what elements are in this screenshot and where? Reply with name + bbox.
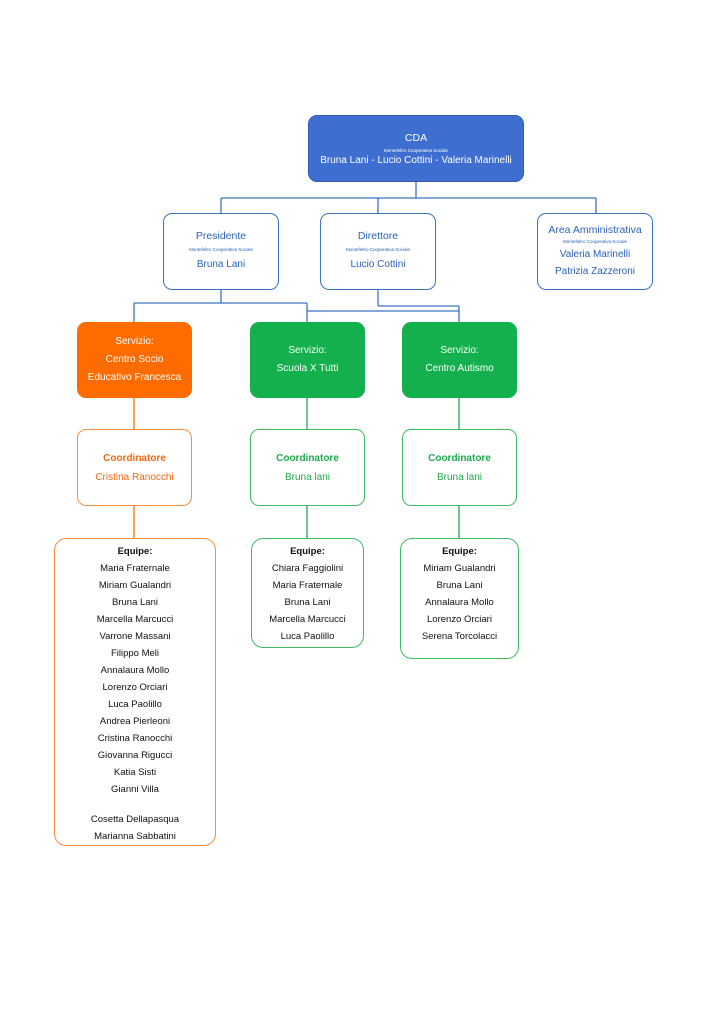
presidente-subtitle: Montefeltro Cooperativa Sociale bbox=[188, 247, 254, 252]
team-member: Lorenzo Orciari bbox=[102, 682, 168, 693]
coordinator-title: Coordinatore bbox=[276, 452, 339, 464]
team-member: Bruna Lani bbox=[112, 597, 158, 608]
team-member: Gianni Villa bbox=[111, 784, 159, 795]
service-box-scuola-x-tutti: Servizio: Scuola X Tutti bbox=[250, 322, 365, 398]
area-amministrativa-name: Patrizia Zazzeroni bbox=[554, 265, 636, 277]
team-member: Andrea Pierleoni bbox=[99, 716, 171, 727]
team-title: Equipe: bbox=[442, 546, 477, 557]
presidente-box: Presidente Montefeltro Cooperativa Socia… bbox=[163, 213, 279, 290]
team-member: Annalaura Mollo bbox=[425, 597, 494, 608]
direttore-name: Lucio Cottini bbox=[350, 259, 406, 270]
team-member: Varrone Massani bbox=[99, 631, 171, 642]
presidente-name: Bruna Lani bbox=[196, 259, 246, 270]
service-name-line: Scuola X Tutti bbox=[276, 363, 339, 374]
team-member: Serena Torcolacci bbox=[421, 631, 498, 642]
team-member: Cristina Ranocchi bbox=[97, 733, 173, 744]
team-title: Equipe: bbox=[290, 546, 325, 557]
area-amministrativa-title: Area Amministrativa bbox=[548, 223, 642, 236]
team-member: Miriam Gualandri bbox=[423, 563, 496, 574]
coordinator-title: Coordinatore bbox=[103, 452, 166, 464]
team-box-scuola-x-tutti: Equipe: Chiara Faggiolini Maria Fraterna… bbox=[251, 538, 364, 648]
coordinator-name: Bruna lani bbox=[284, 471, 331, 483]
service-box-centro-socio-educativo: Servizio: Centro Socio Educativo Frances… bbox=[77, 322, 192, 398]
coordinator-name: Cristina Ranocchi bbox=[95, 471, 174, 483]
coordinator-name: Bruna lani bbox=[436, 471, 483, 483]
cda-subtitle: Montefeltro Cooperativa Sociale bbox=[383, 147, 449, 153]
team-member: Filippo Meli bbox=[110, 648, 160, 659]
team-member: Luca Paolillo bbox=[108, 699, 162, 710]
cda-box: CDA Montefeltro Cooperativa Sociale Brun… bbox=[308, 115, 524, 182]
service-name-line: Centro Socio bbox=[105, 354, 164, 365]
coordinator-box-centro-autismo: Coordinatore Bruna lani bbox=[402, 429, 517, 506]
service-label: Servizio: bbox=[115, 336, 154, 347]
team-member-extra: Cosetta Dellapasqua bbox=[90, 814, 180, 825]
team-member: Katia Sisti bbox=[113, 767, 157, 778]
team-title: Equipe: bbox=[117, 546, 153, 557]
cda-names: Bruna Lani - Lucio Cottini - Valeria Mar… bbox=[320, 154, 512, 166]
service-name-line: Centro Autismo bbox=[425, 363, 494, 374]
presidente-title: Presidente bbox=[195, 230, 247, 242]
team-member: Giovanna Rigucci bbox=[97, 750, 173, 761]
team-member: Chiara Faggiolini bbox=[271, 563, 344, 574]
direttore-box: Direttore Montefeltro Cooperativa Social… bbox=[320, 213, 436, 290]
service-label: Servizio: bbox=[440, 345, 479, 356]
service-label: Servizio: bbox=[288, 345, 327, 356]
direttore-title: Direttore bbox=[357, 230, 399, 242]
coordinator-box-scuola-x-tutti: Coordinatore Bruna lani bbox=[250, 429, 365, 506]
team-member-extra: Marianna Sabbatini bbox=[94, 831, 176, 842]
direttore-subtitle: Montefeltro Cooperativa Sociale bbox=[345, 247, 411, 252]
service-name-line: Educativo Francesca bbox=[87, 372, 182, 383]
area-amministrativa-box: Area Amministrativa Montefeltro Cooperat… bbox=[537, 213, 653, 290]
team-member: Annalaura Mollo bbox=[100, 665, 170, 676]
team-member: Luca Paolillo bbox=[280, 631, 335, 642]
team-box-centro-socio-educativo: Equipe: Maria Fraternale Miriam Gualandr… bbox=[54, 538, 216, 846]
team-member: Bruna Lani bbox=[436, 580, 483, 591]
service-box-centro-autismo: Servizio: Centro Autismo bbox=[402, 322, 517, 398]
team-member: Miriam Gualandri bbox=[98, 580, 172, 591]
cda-title: CDA bbox=[404, 131, 428, 144]
coordinator-box-centro-socio-educativo: Coordinatore Cristina Ranocchi bbox=[77, 429, 192, 506]
team-member: Marcella Marcucci bbox=[269, 614, 346, 625]
team-box-centro-autismo: Equipe: Miriam Gualandri Bruna Lani Anna… bbox=[400, 538, 519, 659]
team-member: Maria Fraternale bbox=[100, 563, 170, 574]
area-amministrativa-subtitle: Montefeltro Cooperativa Sociale bbox=[562, 238, 628, 244]
team-member: Lorenzo Orciari bbox=[427, 614, 492, 625]
coordinator-title: Coordinatore bbox=[428, 452, 491, 464]
team-member: Bruna Lani bbox=[284, 597, 331, 608]
area-amministrativa-name: Valeria Marinelli bbox=[559, 248, 631, 260]
team-member: Marcella Marcucci bbox=[96, 614, 174, 625]
team-member: Maria Fraternale bbox=[272, 580, 343, 591]
